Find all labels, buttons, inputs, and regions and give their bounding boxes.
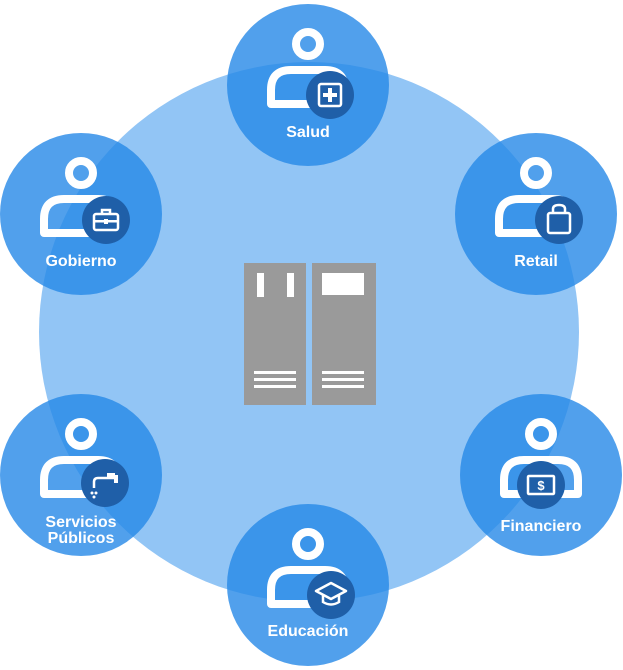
node-label-line: Financiero: [500, 518, 582, 535]
person-icon: [500, 418, 582, 498]
node-label-line: Servicios: [45, 514, 117, 531]
svg-text:$: $: [537, 478, 545, 493]
node-gobierno: Gobierno: [0, 133, 162, 295]
faucet-icon: [81, 459, 129, 507]
node-label: Educación: [227, 624, 389, 640]
briefcase-icon: [82, 196, 130, 244]
node-label: Retail: [455, 254, 617, 270]
dollar-bill-icon: $: [517, 461, 565, 509]
node-educacion: Educación: [227, 504, 389, 666]
medical-plus-icon: [306, 71, 354, 119]
node-label-line: Educación: [267, 623, 349, 640]
node-financiero: $ Financiero: [460, 394, 622, 556]
node-retail: Retail: [455, 133, 617, 295]
node-label: Servicios Públicos: [0, 515, 162, 547]
node-salud: Salud: [227, 4, 389, 166]
server-rack-icon: [244, 263, 376, 405]
node-label: Financiero: [460, 519, 622, 535]
shopping-bag-icon: [535, 196, 583, 244]
node-label-line: Gobierno: [45, 253, 117, 270]
node-label: Gobierno: [0, 254, 162, 270]
node-servicios-publicos: Servicios Públicos: [0, 394, 162, 556]
node-label-line: Retail: [514, 253, 558, 270]
graduation-cap-icon: [307, 571, 355, 619]
node-label-line: Públicos: [47, 530, 115, 547]
node-label-line: Salud: [286, 124, 330, 141]
node-label: Salud: [227, 125, 389, 141]
